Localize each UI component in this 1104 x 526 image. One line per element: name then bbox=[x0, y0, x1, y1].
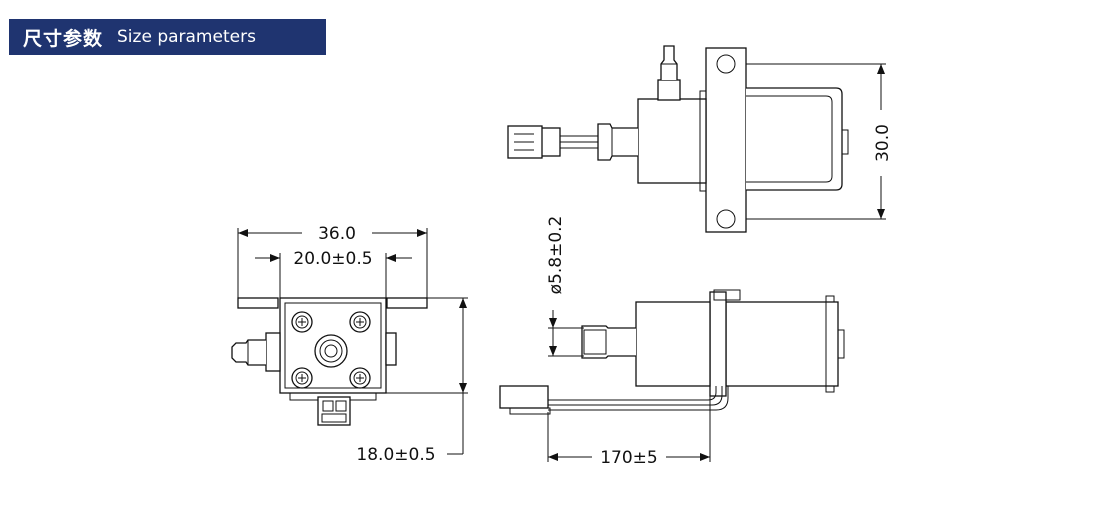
screw-bottom-right bbox=[349, 367, 371, 389]
top-view: 30.0 bbox=[507, 45, 893, 233]
section-title-en: Size parameters bbox=[117, 27, 256, 47]
dim-nozzle-diameter: ø5.8±0.2 bbox=[546, 216, 566, 295]
side-view: ø5.8±0.2 170±5 bbox=[499, 216, 845, 468]
dim-height: 18.0±0.5 bbox=[356, 445, 435, 465]
screw-top-right bbox=[349, 311, 371, 333]
dim-mount-spacing: 20.0±0.5 bbox=[293, 249, 372, 269]
screw-bottom-left bbox=[291, 367, 313, 389]
front-view: 36.0 20.0±0.5 18.0±0.5 bbox=[231, 224, 468, 465]
screw-top-left bbox=[291, 311, 313, 333]
dim-overall-width: 36.0 bbox=[318, 224, 356, 244]
section-title-zh: 尺寸参数 bbox=[23, 27, 104, 50]
dim-cable-length: 170±5 bbox=[600, 448, 658, 468]
section-header: 尺寸参数 Size parameters bbox=[9, 19, 326, 55]
dim-flange-height: 30.0 bbox=[873, 124, 893, 162]
